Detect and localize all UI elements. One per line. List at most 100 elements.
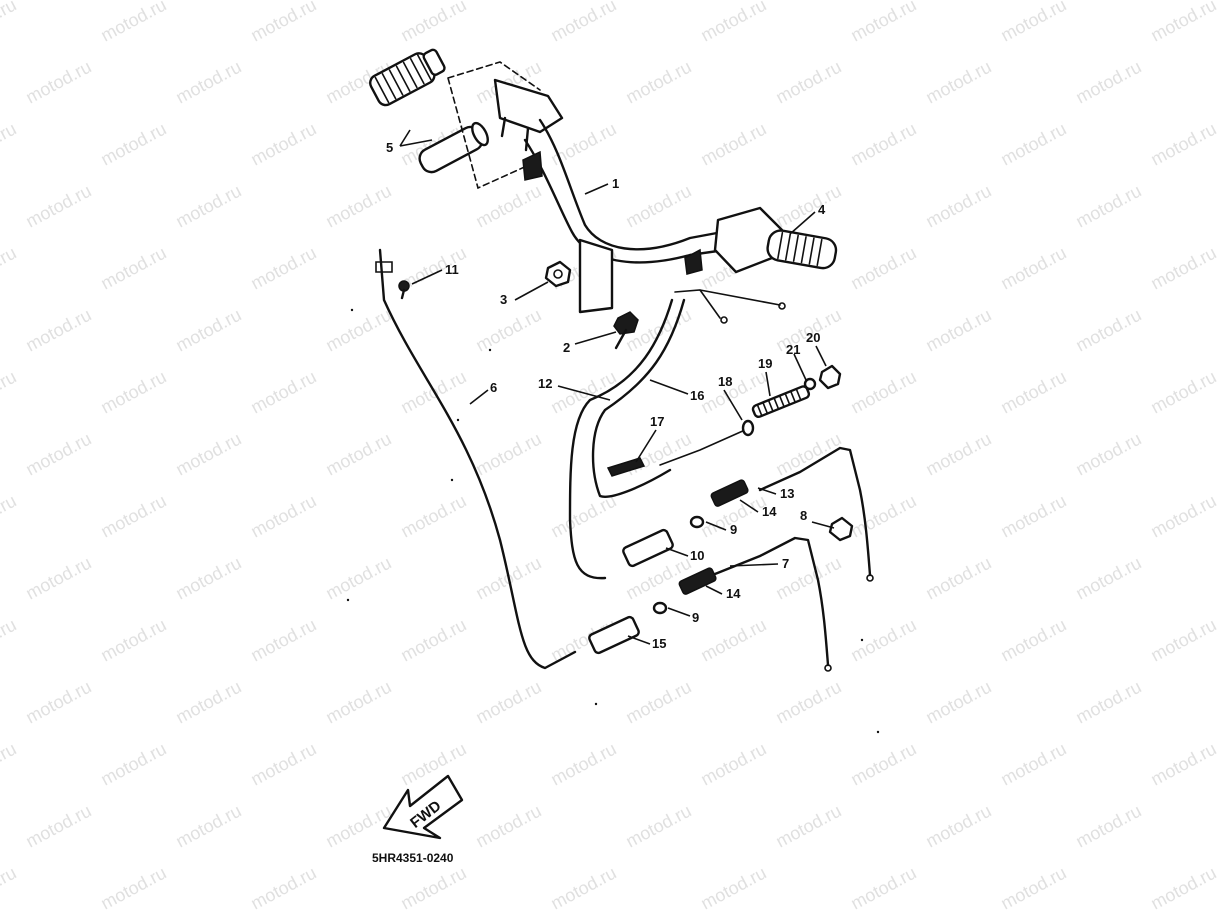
watermark-text: motod.ru <box>1147 739 1217 790</box>
watermark-text: motod.ru <box>0 615 20 666</box>
watermark-text: motod.ru <box>172 181 244 232</box>
watermark-text: motod.ru <box>847 367 919 418</box>
watermark-text: motod.ru <box>997 863 1069 913</box>
watermark-text: motod.ru <box>172 801 244 852</box>
watermark-text: motod.ru <box>322 305 394 356</box>
callout-9a: 9 <box>730 522 737 537</box>
watermark-text: motod.ru <box>847 739 919 790</box>
watermark-text: motod.ru <box>322 429 394 480</box>
callout-12: 12 <box>538 376 552 391</box>
watermark-text: motod.ru <box>922 305 994 356</box>
watermark-text: motod.ru <box>397 739 469 790</box>
watermark-text: motod.ru <box>172 429 244 480</box>
watermark-text: motod.ru <box>922 677 994 728</box>
watermark-text: motod.ru <box>172 553 244 604</box>
watermark-text: motod.ru <box>0 0 20 46</box>
watermark-text: motod.ru <box>847 119 919 170</box>
watermark-text: motod.ru <box>997 367 1069 418</box>
watermark-text: motod.ru <box>22 429 94 480</box>
callout-14a: 14 <box>762 504 777 519</box>
watermark-text: motod.ru <box>397 0 469 46</box>
watermark-text: motod.ru <box>0 491 20 542</box>
watermark-text: motod.ru <box>847 491 919 542</box>
watermark-text: motod.ru <box>622 429 694 480</box>
handlebar-nut <box>544 260 572 288</box>
watermark-text: motod.ru <box>172 677 244 728</box>
watermark-text: motod.ru <box>922 57 994 108</box>
watermark-text: motod.ru <box>697 863 769 913</box>
watermark-text: motod.ru <box>1147 863 1217 913</box>
cable-adjuster-assembly <box>606 364 842 477</box>
callout-20: 20 <box>806 330 820 345</box>
watermark-text: motod.ru <box>247 739 319 790</box>
print-specks <box>346 308 880 734</box>
watermark-text: motod.ru <box>922 429 994 480</box>
watermark-text: motod.ru <box>772 57 844 108</box>
watermark-text: motod.ru <box>322 181 394 232</box>
watermark-text: motod.ru <box>0 367 20 418</box>
watermark-text: motod.ru <box>472 181 544 232</box>
watermark-text: motod.ru <box>172 305 244 356</box>
watermark-text: motod.ru <box>1147 615 1217 666</box>
callout-19: 19 <box>758 356 772 371</box>
watermark-text: motod.ru <box>772 181 844 232</box>
watermark-text: motod.ru <box>0 243 20 294</box>
watermark-text: motod.ru <box>622 801 694 852</box>
callout-11: 11 <box>445 262 459 277</box>
watermark-text: motod.ru <box>847 863 919 913</box>
watermark-text: motod.ru <box>997 119 1069 170</box>
watermark-text: motod.ru <box>97 739 169 790</box>
watermark-text: motod.ru <box>622 677 694 728</box>
handlebar-bolt <box>613 311 639 350</box>
watermark-text: motod.ru <box>547 863 619 913</box>
watermark-text: motod.ru <box>547 0 619 46</box>
watermark-text: motod.ru <box>922 181 994 232</box>
watermark-text: motod.ru <box>997 0 1069 46</box>
watermark-text: motod.ru <box>1072 305 1144 356</box>
watermark-text: motod.ru <box>1072 553 1144 604</box>
watermark-text: motod.ru <box>247 0 319 46</box>
watermark-text: motod.ru <box>997 615 1069 666</box>
callouts: 1 2 3 4 5 6 7 8 9 9 10 11 12 13 14 14 15… <box>386 140 826 651</box>
callout-18: 18 <box>718 374 732 389</box>
callout-9b: 9 <box>692 610 699 625</box>
brake-cable <box>568 289 786 580</box>
watermark-text: motod.ru <box>22 57 94 108</box>
right-grip <box>766 229 838 270</box>
watermark-text: motod.ru <box>1072 677 1144 728</box>
watermark-text: motod.ru <box>697 119 769 170</box>
watermark-text: motod.ru <box>547 739 619 790</box>
watermark-text: motod.ru <box>97 243 169 294</box>
watermark-text: motod.ru <box>922 553 994 604</box>
diagram-code: 5HR4351-0240 <box>372 851 454 865</box>
watermark-text: motod.ru <box>97 0 169 46</box>
watermark-text: motod.ru <box>1072 801 1144 852</box>
callout-16: 16 <box>690 388 704 403</box>
watermark-text: motod.ru <box>547 119 619 170</box>
callout-21: 21 <box>786 342 800 357</box>
watermark-text: motod.ru <box>472 305 544 356</box>
watermark-text: motod.ru <box>697 739 769 790</box>
watermark-text: motod.ru <box>97 615 169 666</box>
watermark-text: motod.ru <box>997 491 1069 542</box>
watermark-text: motod.ru <box>1072 57 1144 108</box>
watermark-text: motod.ru <box>772 801 844 852</box>
watermark-text: motod.ru <box>247 491 319 542</box>
watermark-text: motod.ru <box>22 801 94 852</box>
watermark-text: motod.ru <box>247 863 319 913</box>
callout-17: 17 <box>650 414 664 429</box>
watermark-text: motod.ru <box>1147 243 1217 294</box>
watermark-text: motod.ru <box>22 305 94 356</box>
watermark-text: motod.ru <box>322 553 394 604</box>
watermark-text: motod.ru <box>322 801 394 852</box>
callout-8: 8 <box>800 508 807 523</box>
watermark-text: motod.ru <box>547 491 619 542</box>
callout-7: 7 <box>782 556 789 571</box>
watermark-text: motod.ru <box>997 739 1069 790</box>
watermark-text: motod.ru <box>772 429 844 480</box>
watermark-text: motod.ru <box>97 491 169 542</box>
watermark-text: motod.ru <box>472 429 544 480</box>
watermark-text: motod.ru <box>172 57 244 108</box>
